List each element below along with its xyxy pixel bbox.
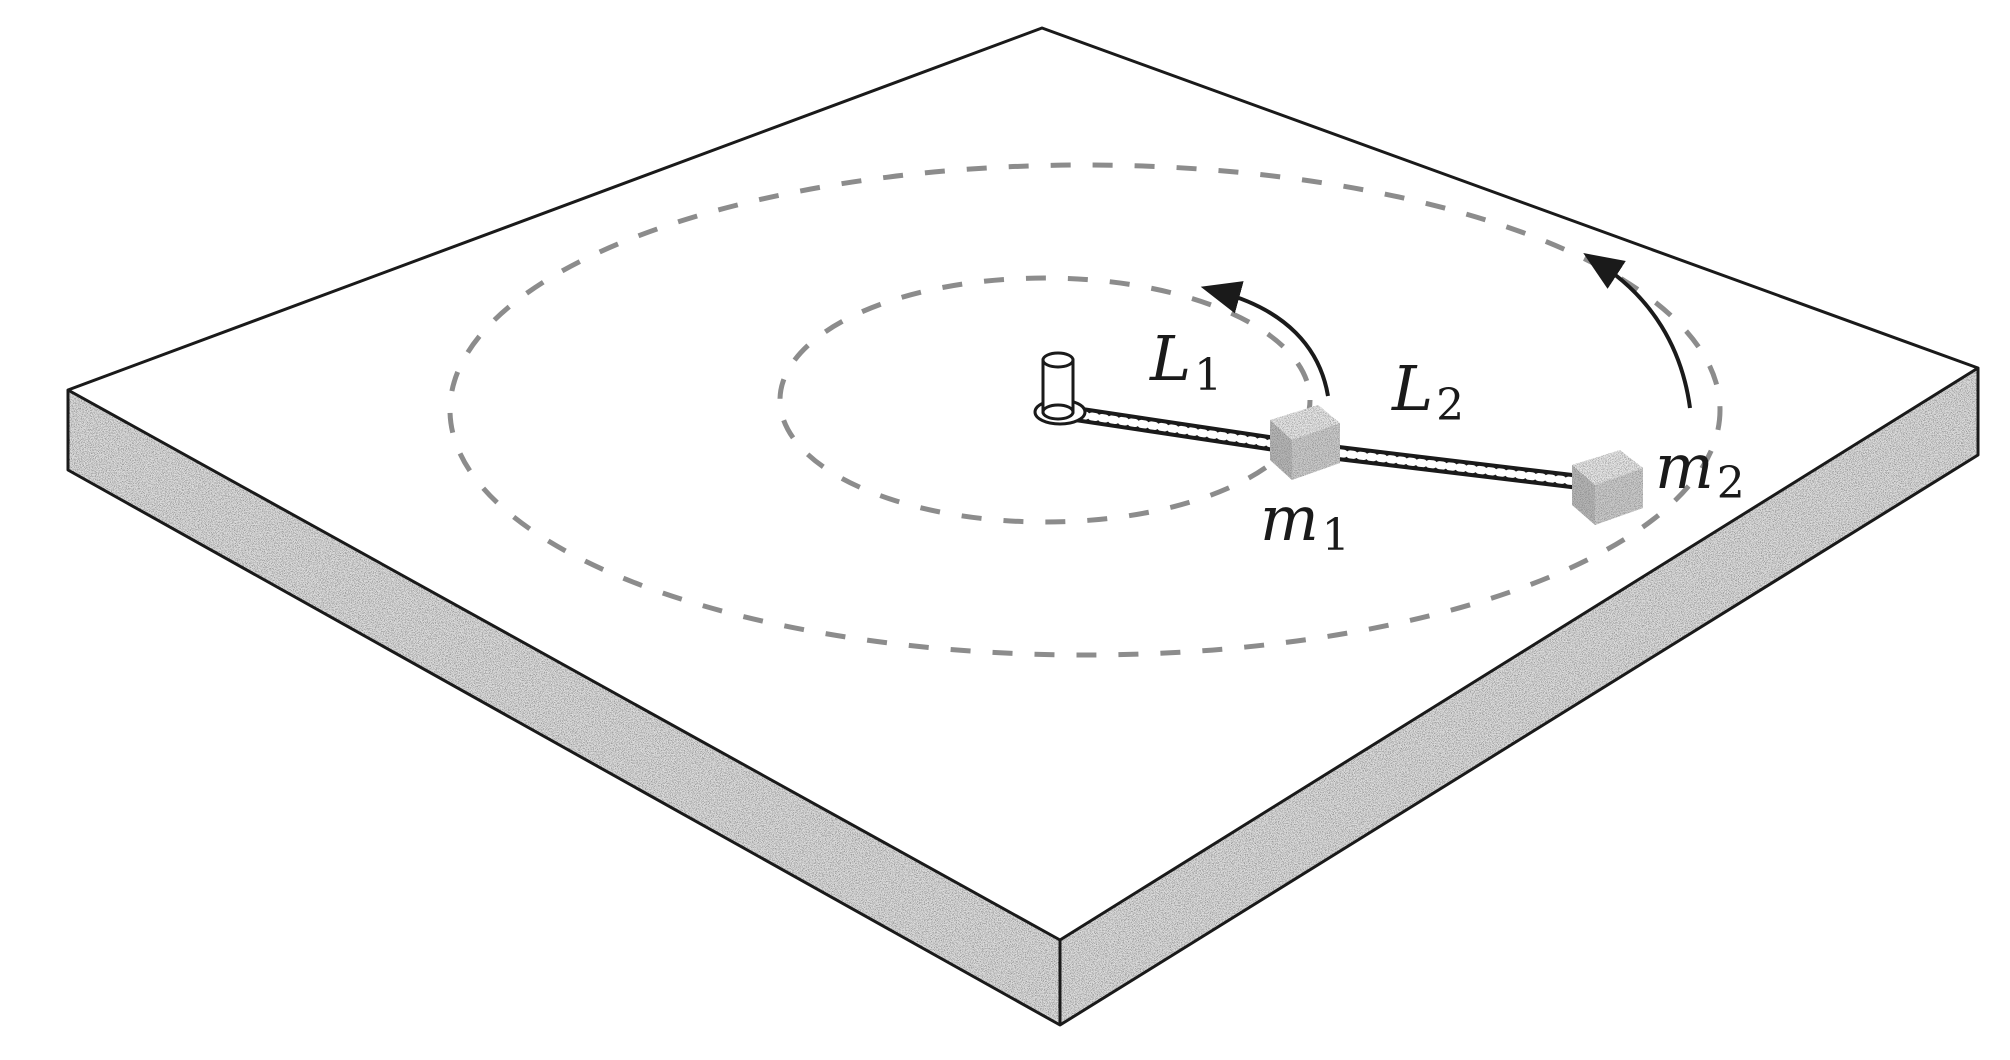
inner-orbit-path <box>777 275 1313 525</box>
label-m2: m2 <box>1655 430 1745 509</box>
outer-orbit-path <box>447 162 1723 658</box>
string-segment-1 <box>1054 404 1283 452</box>
mass-1-block <box>1270 405 1340 480</box>
table-slab <box>66 26 1980 1027</box>
string-segment-2 <box>1322 444 1588 490</box>
pivot-peg <box>1033 351 1087 426</box>
mass-2-block <box>1572 450 1643 525</box>
rotation-arrow-inner <box>1200 281 1330 397</box>
label-m1: m1 <box>1260 482 1350 561</box>
label-L2: L2 <box>1391 352 1464 431</box>
label-L1: L1 <box>1149 322 1222 401</box>
rotation-arrow-outer <box>1583 253 1692 409</box>
